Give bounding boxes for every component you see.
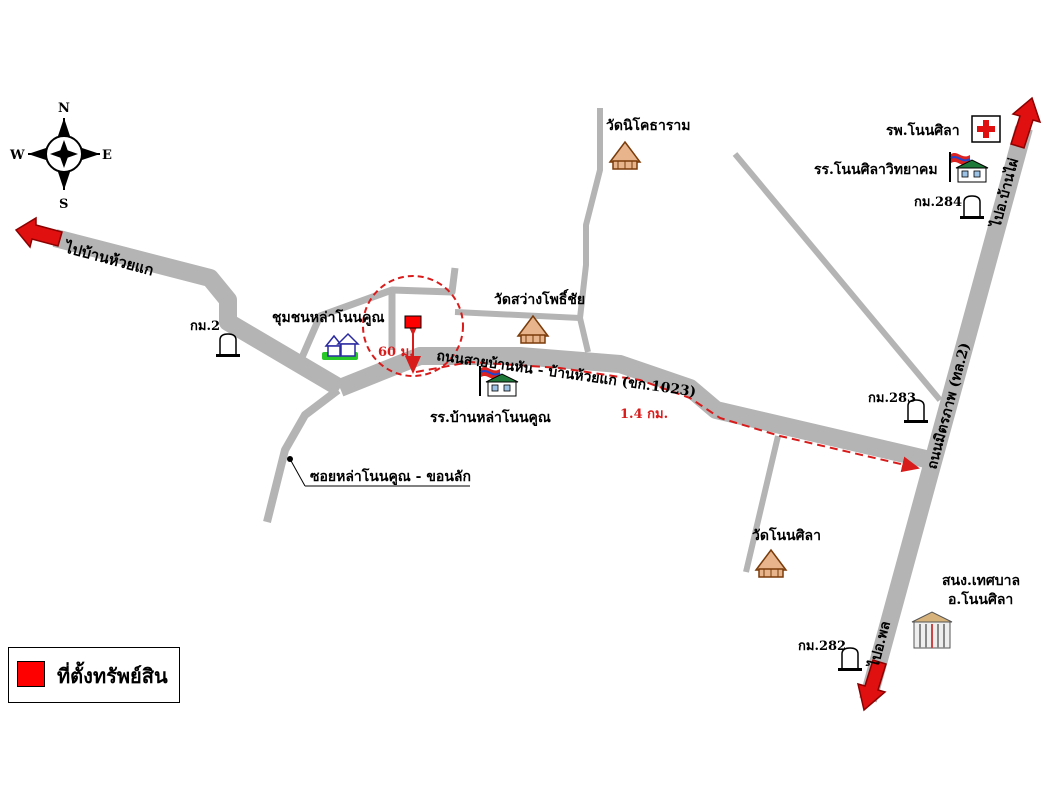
- road-wat-nikhosaram: [577, 108, 603, 353]
- label-school-lao: รร.บ้านหล่าโนนคูณ: [430, 408, 551, 426]
- municipal-office-icon: [911, 611, 953, 649]
- label-school-wittayakhom: รร.โนนศิลาวิทยาคม: [814, 160, 938, 178]
- label-wat-sawang: วัดสว่างโพธิ์ชัย: [494, 288, 585, 308]
- label-soi: ซอยหล่าโนนคูณ - ขอนลัก: [310, 467, 471, 485]
- label-km282: กม.282: [798, 639, 846, 654]
- community-icon: [322, 332, 360, 360]
- local-road-3: [454, 309, 581, 321]
- label-dist-14: 1.4 กม.: [620, 407, 668, 422]
- road-diagonal-ne: [732, 152, 943, 402]
- legend-label: ที่ตั้งทรัพย์สิน: [57, 664, 168, 688]
- road-to-ban-huay-kae: [52, 229, 345, 396]
- km-post-icon: [838, 647, 862, 671]
- legend-swatch: [17, 661, 45, 687]
- label-hospital: รพ.โนนศิลา: [886, 121, 960, 139]
- compass-south: S: [59, 197, 68, 212]
- label-wat-non-sila: วัดโนนศิลา: [752, 526, 821, 544]
- label-km284: กม.284: [914, 195, 962, 210]
- temple-icon: [754, 548, 788, 578]
- label-municipal-line2: อ.โนนศิลา: [948, 590, 1013, 608]
- mitraphap-road: [859, 125, 1033, 703]
- dist-14-route: [415, 360, 920, 473]
- label-wat-nikhosaram: วัดนิโคธาราม: [606, 116, 690, 134]
- arrow-to-phon: [856, 659, 887, 712]
- compass-east: E: [102, 148, 112, 163]
- hospital-icon: [971, 115, 1001, 143]
- label-km283: กม.283: [868, 391, 916, 406]
- label-dist-60: 60 ม.: [378, 345, 414, 360]
- distance-markers: [362, 275, 920, 473]
- label-to-ban-phai: ไปอ.บ้านไผ่: [986, 156, 1022, 231]
- soi-leader-line: [289, 458, 306, 487]
- label-community: ชุมชนหล่าโนนคูณ: [272, 308, 385, 326]
- road-wat-non-sila: [743, 435, 781, 573]
- legend: ที่ตั้งทรัพย์สิน: [8, 647, 180, 703]
- arrow-to-ban-huay-kae: [14, 216, 63, 249]
- arrow-to-ban-phai: [1010, 96, 1042, 149]
- direction-arrows: [14, 96, 1042, 712]
- compass-north: N: [58, 101, 70, 116]
- compass-rose: N S E W: [9, 101, 112, 212]
- label-km2: กม.2: [190, 319, 220, 334]
- temple-icon: [516, 314, 550, 344]
- radius-circle: [362, 275, 464, 377]
- soi-leader-dot: [287, 456, 293, 462]
- label-municipal-line1: สนง.เทศบาล: [942, 573, 1020, 589]
- soi-lao-non-khun: [263, 386, 341, 523]
- label-mitraphap-road: ถนนมิตรภาพ (ทล.2): [924, 341, 973, 471]
- km-post-icon: [960, 195, 984, 219]
- school-icon: [479, 366, 519, 397]
- compass-west: W: [9, 148, 25, 163]
- km-post-icon: [904, 399, 928, 423]
- property-marker[interactable]: [404, 315, 422, 329]
- school-icon: [949, 152, 989, 183]
- temple-icon: [608, 140, 642, 170]
- km-post-icon: [216, 333, 240, 357]
